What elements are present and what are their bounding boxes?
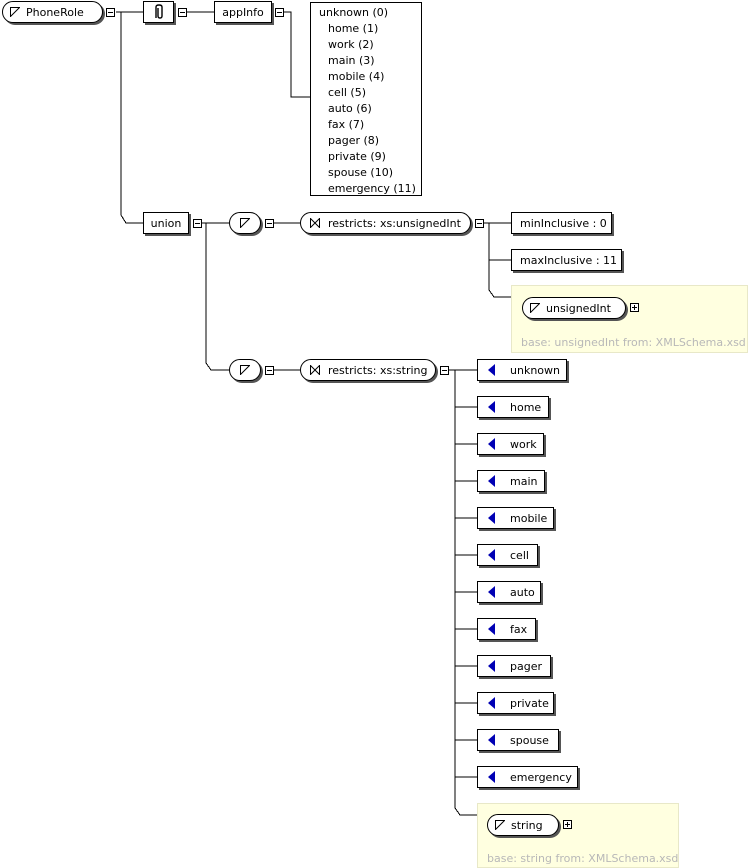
member-simple-type-1[interactable] <box>229 212 261 234</box>
root-simple-type[interactable]: PhoneRole <box>2 1 103 23</box>
doc-line: home (1) <box>328 22 379 35</box>
root-name: PhoneRole <box>26 5 84 19</box>
collapse-union-toggle[interactable] <box>193 219 202 228</box>
enumeration-private[interactable]: private <box>477 692 554 714</box>
enumeration-label: private <box>510 696 549 710</box>
enumeration-spouse[interactable]: spouse <box>477 729 559 751</box>
restriction-icon <box>310 218 320 228</box>
base-type-label: string <box>511 818 543 832</box>
facet-label: maxInclusive : 11 <box>520 253 618 267</box>
enumeration-label: main <box>510 474 538 488</box>
base-type-string[interactable]: string <box>487 814 559 836</box>
enumeration-label: cell <box>510 548 529 562</box>
simple-type-icon <box>240 218 250 228</box>
enumeration-pager[interactable]: pager <box>477 655 551 677</box>
restriction-string[interactable]: restricts: xs:string <box>300 359 436 381</box>
union-node[interactable]: union <box>143 212 189 234</box>
doc-line: emergency (11) <box>328 182 416 195</box>
appinfo-documentation: unknown (0) home (1) work (2) main (3) m… <box>310 2 422 196</box>
collapse-restriction-2-toggle[interactable] <box>440 366 449 375</box>
enumeration-label: home <box>510 400 542 414</box>
enumeration-arrow-icon <box>488 660 495 672</box>
collapse-appinfo-toggle[interactable] <box>275 8 284 17</box>
simple-type-icon <box>495 820 505 830</box>
enumeration-arrow-icon <box>488 549 495 561</box>
enumeration-unknown[interactable]: unknown <box>477 359 567 381</box>
enumeration-auto[interactable]: auto <box>477 581 541 603</box>
collapse-restriction-1-toggle[interactable] <box>475 219 484 228</box>
collapse-root-toggle[interactable] <box>106 8 115 17</box>
enumeration-main[interactable]: main <box>477 470 545 492</box>
enumeration-arrow-icon <box>488 364 495 376</box>
doc-line: private (9) <box>328 150 386 163</box>
enumeration-arrow-icon <box>488 401 495 413</box>
doc-line: mobile (4) <box>328 70 385 83</box>
base-type-panel-unsignedint <box>511 285 748 353</box>
enumeration-arrow-icon <box>488 623 495 635</box>
enumeration-arrow-icon <box>488 734 495 746</box>
expand-string-toggle[interactable] <box>563 820 572 829</box>
facet-max-inclusive[interactable]: maxInclusive : 11 <box>511 249 622 271</box>
doc-line: cell (5) <box>328 86 367 99</box>
enumeration-arrow-icon <box>488 697 495 709</box>
facet-label: minInclusive : 0 <box>520 216 607 230</box>
doc-line: auto (6) <box>328 102 372 115</box>
doc-line: spouse (10) <box>328 166 393 179</box>
enumeration-label: work <box>510 437 537 451</box>
enumeration-mobile[interactable]: mobile <box>477 507 554 529</box>
enumeration-label: pager <box>510 659 542 673</box>
doc-line: fax (7) <box>328 118 365 131</box>
restriction-label: restricts: xs:string <box>328 363 428 377</box>
collapse-annotation-toggle[interactable] <box>178 8 187 17</box>
enumeration-cell[interactable]: cell <box>477 544 538 566</box>
enumeration-label: auto <box>510 585 535 599</box>
annotation-icon <box>154 4 163 19</box>
collapse-member-2-toggle[interactable] <box>265 366 274 375</box>
expand-unsignedint-toggle[interactable] <box>630 303 639 312</box>
base-type-label: unsignedInt <box>546 301 611 315</box>
restriction-label: restricts: xs:unsignedInt <box>328 216 461 230</box>
doc-line: work (2) <box>328 38 374 51</box>
simple-type-icon <box>10 7 20 17</box>
restriction-unsignedint[interactable]: restricts: xs:unsignedInt <box>300 212 471 234</box>
enumeration-arrow-icon <box>488 512 495 524</box>
member-simple-type-2[interactable] <box>229 359 261 381</box>
enumeration-work[interactable]: work <box>477 433 544 455</box>
enumeration-home[interactable]: home <box>477 396 549 418</box>
doc-line: unknown (0) <box>319 6 389 19</box>
appinfo-label: appInfo <box>222 5 264 19</box>
simple-type-icon <box>530 303 540 313</box>
doc-line: main (3) <box>328 54 375 67</box>
enumeration-fax[interactable]: fax <box>477 618 536 640</box>
enumeration-arrow-icon <box>488 771 495 783</box>
annotation-node[interactable] <box>143 1 174 23</box>
union-label: union <box>150 216 182 230</box>
enumeration-emergency[interactable]: emergency <box>477 766 578 788</box>
base-note: base: unsignedInt from: XMLSchema.xsd <box>521 336 746 349</box>
enumeration-label: fax <box>510 622 528 636</box>
enumeration-arrow-icon <box>488 438 495 450</box>
base-type-unsignedint[interactable]: unsignedInt <box>522 297 626 319</box>
facet-min-inclusive[interactable]: minInclusive : 0 <box>511 212 612 234</box>
doc-line: pager (8) <box>328 134 380 147</box>
enumeration-arrow-icon <box>488 475 495 487</box>
base-note: base: string from: XMLSchema.xsd <box>487 852 679 865</box>
enumeration-label: unknown <box>510 363 560 377</box>
simple-type-icon <box>240 365 250 375</box>
enumeration-label: emergency <box>510 770 572 784</box>
enumeration-label: spouse <box>510 733 549 747</box>
enumeration-label: mobile <box>510 511 548 525</box>
appinfo-node[interactable]: appInfo <box>214 1 272 23</box>
restriction-icon <box>310 365 320 375</box>
enumeration-arrow-icon <box>488 586 495 598</box>
collapse-member-1-toggle[interactable] <box>265 219 274 228</box>
